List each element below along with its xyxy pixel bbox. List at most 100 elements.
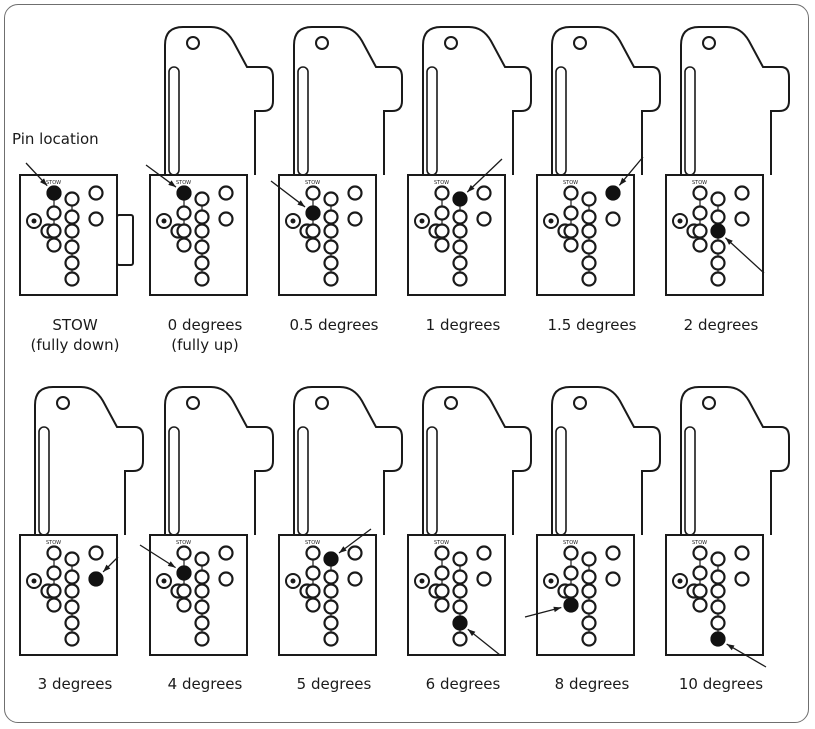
bracket-arm [551, 386, 661, 535]
pin-hole [323, 569, 339, 585]
pin-hole [323, 271, 339, 287]
arrowhead-icon [339, 546, 347, 553]
pin-hole [64, 583, 80, 599]
caption-line-2: (fully down) [30, 336, 120, 354]
pin-hole [734, 571, 750, 587]
pin-hole [305, 545, 321, 561]
pin-hole [305, 597, 321, 613]
bracket-panel: STOW [407, 386, 532, 656]
arrowhead-icon [726, 644, 735, 651]
pin-hole [476, 211, 492, 227]
pin-hole [581, 255, 597, 271]
arrowhead-icon [297, 200, 306, 207]
pin-hole [194, 615, 210, 631]
pin-hole [581, 271, 597, 287]
pin-hole [64, 271, 80, 287]
bracket-panel: STOW [145, 26, 274, 296]
arrowhead-icon [40, 178, 48, 186]
pin-hole [563, 223, 579, 239]
pin-hole [176, 205, 192, 221]
pin-hole [46, 583, 62, 599]
arm-slot [297, 66, 309, 176]
caption-line-1: 8 degrees [554, 675, 630, 693]
pin-hole [452, 271, 468, 287]
panel-caption: 4 degrees [168, 674, 243, 694]
pin-hole [176, 237, 192, 253]
pin-hole [581, 583, 597, 599]
pin-hole [563, 565, 579, 581]
arm-slot [426, 426, 438, 536]
stow-stamp: STOW [46, 540, 61, 546]
pin-marker [46, 185, 62, 201]
arm-slot [555, 426, 567, 536]
caption-line-1: 0.5 degrees [289, 316, 379, 334]
pin-hole [305, 565, 321, 581]
pin-hole [452, 631, 468, 647]
pin-hole [434, 237, 450, 253]
pin-hole [323, 209, 339, 225]
pointer-arrow [726, 643, 767, 668]
pin-hole [434, 545, 450, 561]
pin-hole [64, 599, 80, 615]
pin-hole [434, 185, 450, 201]
bolt-center-icon [290, 578, 296, 584]
pin-marker [323, 551, 339, 567]
pin-hole [710, 271, 726, 287]
stow-stamp: STOW [692, 180, 707, 186]
pin-hole [563, 237, 579, 253]
bracket-panel: STOW [19, 162, 134, 296]
pin-hole [305, 185, 321, 201]
pin-marker [605, 185, 621, 201]
bolt-center-icon [548, 578, 554, 584]
panel-caption: 6 degrees [426, 674, 501, 694]
caption-line-1: 1.5 degrees [547, 316, 637, 334]
bracket-panel: STOW [270, 26, 403, 296]
stow-stamp: STOW [692, 540, 707, 546]
pin-hole [710, 599, 726, 615]
stow-stamp: STOW [434, 540, 449, 546]
pin-hole [305, 223, 321, 239]
pin-hole [323, 631, 339, 647]
pointer-arrow [724, 237, 765, 274]
bracket-panel: STOW [407, 26, 532, 296]
pin-hole [734, 545, 750, 561]
pin-hole [581, 569, 597, 585]
pin-hole [710, 209, 726, 225]
caption-line-1: 3 degrees [37, 675, 113, 693]
bracket-arm [422, 26, 532, 175]
pin-hole [88, 185, 104, 201]
bracket-arm [164, 386, 274, 535]
pin-marker [88, 571, 104, 587]
pin-hole [64, 209, 80, 225]
arm-hole [702, 396, 716, 410]
pin-hole [194, 209, 210, 225]
pin-hole [347, 211, 363, 227]
caption-line-2: (fully up) [171, 336, 239, 354]
stow-stamp: STOW [305, 540, 320, 546]
bracket-panel: STOW [278, 386, 403, 656]
pin-hole [692, 597, 708, 613]
bolt-center-icon [419, 578, 425, 584]
bolt-center-icon [290, 218, 296, 224]
arm-hole [56, 396, 70, 410]
pin-hole [452, 583, 468, 599]
arm-hole [186, 36, 200, 50]
pin-hole [194, 255, 210, 271]
bracket-panel: STOW [665, 386, 790, 668]
stow-stamp: STOW [176, 540, 191, 546]
pin-hole [434, 223, 450, 239]
pin-hole [563, 583, 579, 599]
bracket-arm [422, 386, 532, 535]
pin-marker [710, 631, 726, 647]
stow-stamp: STOW [563, 180, 578, 186]
pin-hole [452, 569, 468, 585]
panel-caption: 2 degrees [684, 315, 759, 335]
pin-hole [347, 185, 363, 201]
arm-slot [426, 66, 438, 176]
bracket-panel: STOW [139, 386, 274, 656]
pin-hole [323, 255, 339, 271]
stow-stamp: STOW [563, 540, 578, 546]
pin-hole [692, 545, 708, 561]
arm-hole [315, 396, 329, 410]
